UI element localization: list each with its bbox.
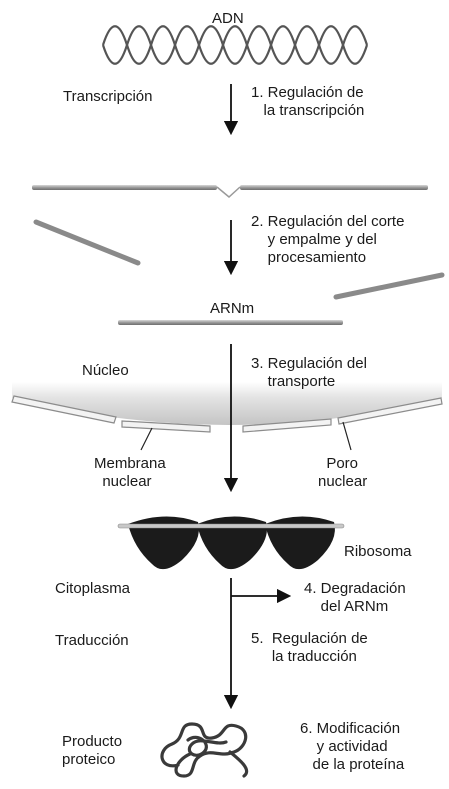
pre-mrna-strand xyxy=(32,185,428,198)
membrana-pointer xyxy=(140,427,153,451)
mrna-label: ARNm xyxy=(210,300,255,317)
dna-label: ADN xyxy=(212,10,244,27)
step-1-label: 1. Regulación de la transcripción xyxy=(251,84,365,119)
nuclear-membrane xyxy=(11,395,443,433)
poro-pointer xyxy=(342,421,352,451)
step-5-label: 5. Regulación de la traducción xyxy=(251,630,368,665)
spliced-fragments xyxy=(33,219,445,300)
nuclear-membrane-label: Membrana nuclear xyxy=(94,455,166,490)
mrna-strand xyxy=(118,320,343,325)
nucleus-label: Núcleo xyxy=(82,362,129,379)
step-3-label: 3. Regulación del transporte xyxy=(251,355,367,390)
cytoplasm-label: Citoplasma xyxy=(55,580,131,597)
dna-helix xyxy=(101,25,369,65)
step-6-label: 6. Modificación y actividad de la proteí… xyxy=(300,720,405,773)
protein-product-icon xyxy=(160,722,249,778)
nucleus-region xyxy=(12,382,442,425)
protein-product-label: Producto proteico xyxy=(62,733,123,768)
flow-arrows xyxy=(223,84,292,710)
ribosomes xyxy=(128,516,335,570)
step-4-label: 4. Degradación del ARNm xyxy=(304,580,406,615)
ribosome-label: Ribosoma xyxy=(344,543,412,560)
translation-label: Traducción xyxy=(55,632,129,649)
translating-mrna xyxy=(117,523,345,529)
transcription-label: Transcripción xyxy=(63,88,153,105)
nuclear-pore-label: Poro nuclear xyxy=(318,455,368,490)
step-2-label: 2. Regulación del corte y empalme y del … xyxy=(251,213,405,266)
